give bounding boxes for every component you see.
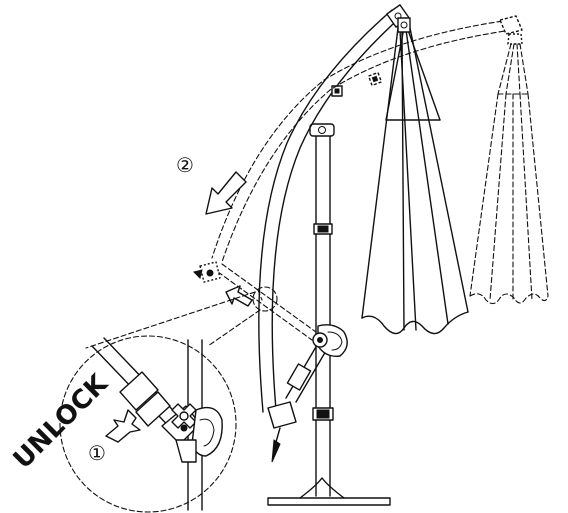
tilted-arm-dashed [193,15,523,341]
crank-handle [312,324,348,357]
detail-zoom-callout [59,286,278,513]
detail-joint [91,337,223,511]
step2-label: ② [176,153,194,177]
support-strut [285,339,331,403]
canopy-solid [361,17,469,335]
cantilever-arm [258,4,410,463]
canopy-dashed [469,33,549,305]
release-arrow-icon [225,285,253,307]
step1-label: ① [88,441,106,465]
umbrella-base [267,477,391,506]
umbrella-pole [309,123,335,497]
step2-arrow-icon [205,171,247,215]
step1-arrow-icon [105,409,141,443]
